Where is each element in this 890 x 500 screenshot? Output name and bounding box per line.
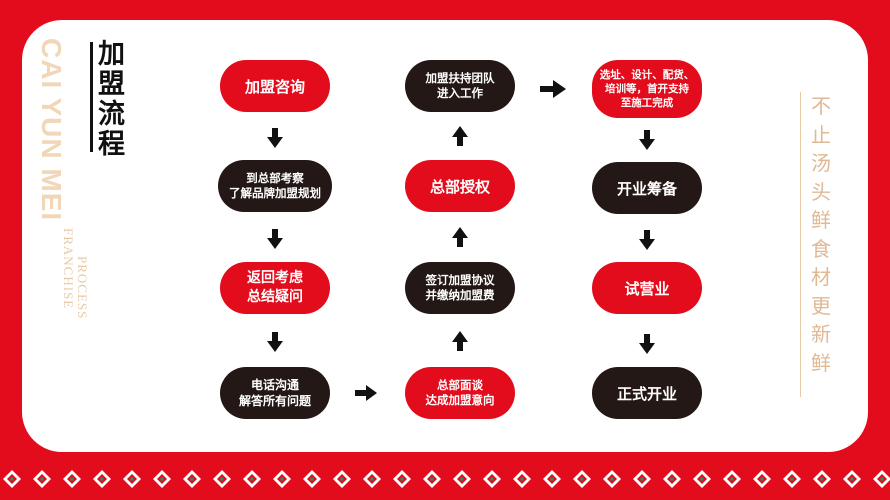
step-label: 正式开业	[616, 384, 677, 403]
decorative-diamond-dot	[880, 477, 884, 481]
decorative-diamond-dot	[490, 477, 494, 481]
decorative-diamond-dot	[70, 477, 74, 481]
decorative-diamond-dot	[430, 477, 434, 481]
step-label: 加盟咨询	[244, 77, 305, 96]
decorative-diamond-dot	[760, 477, 764, 481]
decorative-diamond-dot	[310, 477, 314, 481]
page-title-block: 加盟流程	[90, 39, 130, 160]
decorative-diamond-dot	[580, 477, 584, 481]
latin-sub-text-2: PROCESS	[75, 256, 90, 319]
slogan-divider-line	[800, 92, 801, 397]
arrow-up-icon	[452, 331, 468, 351]
latin-sub-text-1: FRANCHISE	[61, 228, 76, 309]
decorative-diamond-dot	[460, 477, 464, 481]
decorative-diamond-dot	[850, 477, 854, 481]
arrow-up-icon	[452, 126, 468, 146]
step-return-consider: 返回考虑 总结疑问	[220, 262, 330, 314]
arrow-right-icon	[355, 385, 377, 401]
step-trial-operation: 试营业	[592, 262, 702, 314]
step-label: 选址、设计、配货、 培训等，首开支持 至施工完成	[599, 69, 695, 109]
step-hq-interview: 总部面谈 达成加盟意向	[405, 367, 515, 419]
step-phone-communication: 电话沟通 解答所有问题	[220, 367, 330, 419]
decorative-diamond-dot	[670, 477, 674, 481]
arrow-down-icon	[639, 130, 655, 150]
arrow-down-icon	[267, 332, 283, 352]
step-label: 签订加盟协议 并缴纳加盟费	[425, 273, 495, 302]
step-hq-authorization: 总部授权	[405, 160, 515, 212]
step-franchise-inquiry: 加盟咨询	[220, 60, 330, 112]
decorative-diamond-dot	[610, 477, 614, 481]
arrow-right-icon	[540, 80, 566, 98]
step-label: 返回考虑 总结疑问	[247, 270, 303, 305]
decorative-diamond-dot	[340, 477, 344, 481]
decorative-diamond-dot	[40, 477, 44, 481]
decorative-diamond-dot	[280, 477, 284, 481]
decorative-diamond-dot	[820, 477, 824, 481]
decorative-diamond-dot	[370, 477, 374, 481]
decorative-diamond-dot	[640, 477, 644, 481]
arrow-down-icon	[267, 128, 283, 148]
step-opening-preparation: 开业筹备	[592, 162, 702, 214]
step-support-team: 加盟扶持团队 进入工作	[405, 60, 515, 112]
step-label: 电话沟通 解答所有问题	[238, 378, 311, 408]
decorative-diamond-dot	[130, 477, 134, 481]
page-title: 加盟流程	[98, 39, 125, 160]
arrow-down-icon	[267, 229, 283, 249]
step-sign-agreement: 签订加盟协议 并缴纳加盟费	[405, 262, 515, 314]
arrow-up-icon	[452, 227, 468, 247]
step-label: 试营业	[624, 279, 670, 298]
title-accent-bar	[90, 42, 93, 152]
slogan-text: 不止汤头鲜 食材更新鲜	[811, 94, 831, 375]
step-label: 总部授权	[429, 177, 490, 196]
latin-brand-text: CAI YUN MEI	[36, 38, 67, 221]
decorative-diamond-dot	[400, 477, 404, 481]
decorative-diamond-dot	[520, 477, 524, 481]
decorative-diamond-dot	[790, 477, 794, 481]
decorative-diamond-dot	[700, 477, 704, 481]
decorative-diamond-dot	[160, 477, 164, 481]
arrow-down-icon	[639, 334, 655, 354]
step-site-design-training: 选址、设计、配货、 培训等，首开支持 至施工完成	[592, 60, 702, 118]
decorative-diamond-dot	[10, 477, 14, 481]
decorative-diamond-dot	[730, 477, 734, 481]
decorative-diamond-dot	[250, 477, 254, 481]
decorative-diamond-strip	[0, 458, 890, 500]
decorative-diamond-dot	[550, 477, 554, 481]
decorative-diamond-dot	[190, 477, 194, 481]
step-label: 总部面谈 达成加盟意向	[425, 378, 495, 407]
step-label: 到总部考察 了解品牌加盟规划	[229, 171, 321, 200]
slogan-vertical: 不止汤头鲜 食材更新鲜	[800, 92, 836, 397]
latin-brand-vertical: CAI YUN MEI FRANCHISE PROCESS	[36, 38, 90, 338]
step-label: 开业筹备	[616, 179, 677, 198]
decorative-diamond-dot	[100, 477, 104, 481]
step-grand-opening: 正式开业	[592, 367, 702, 419]
decorative-diamond-dot	[220, 477, 224, 481]
step-label: 加盟扶持团队 进入工作	[425, 71, 495, 100]
step-visit-headquarters: 到总部考察 了解品牌加盟规划	[218, 160, 332, 212]
arrow-down-icon	[639, 230, 655, 250]
